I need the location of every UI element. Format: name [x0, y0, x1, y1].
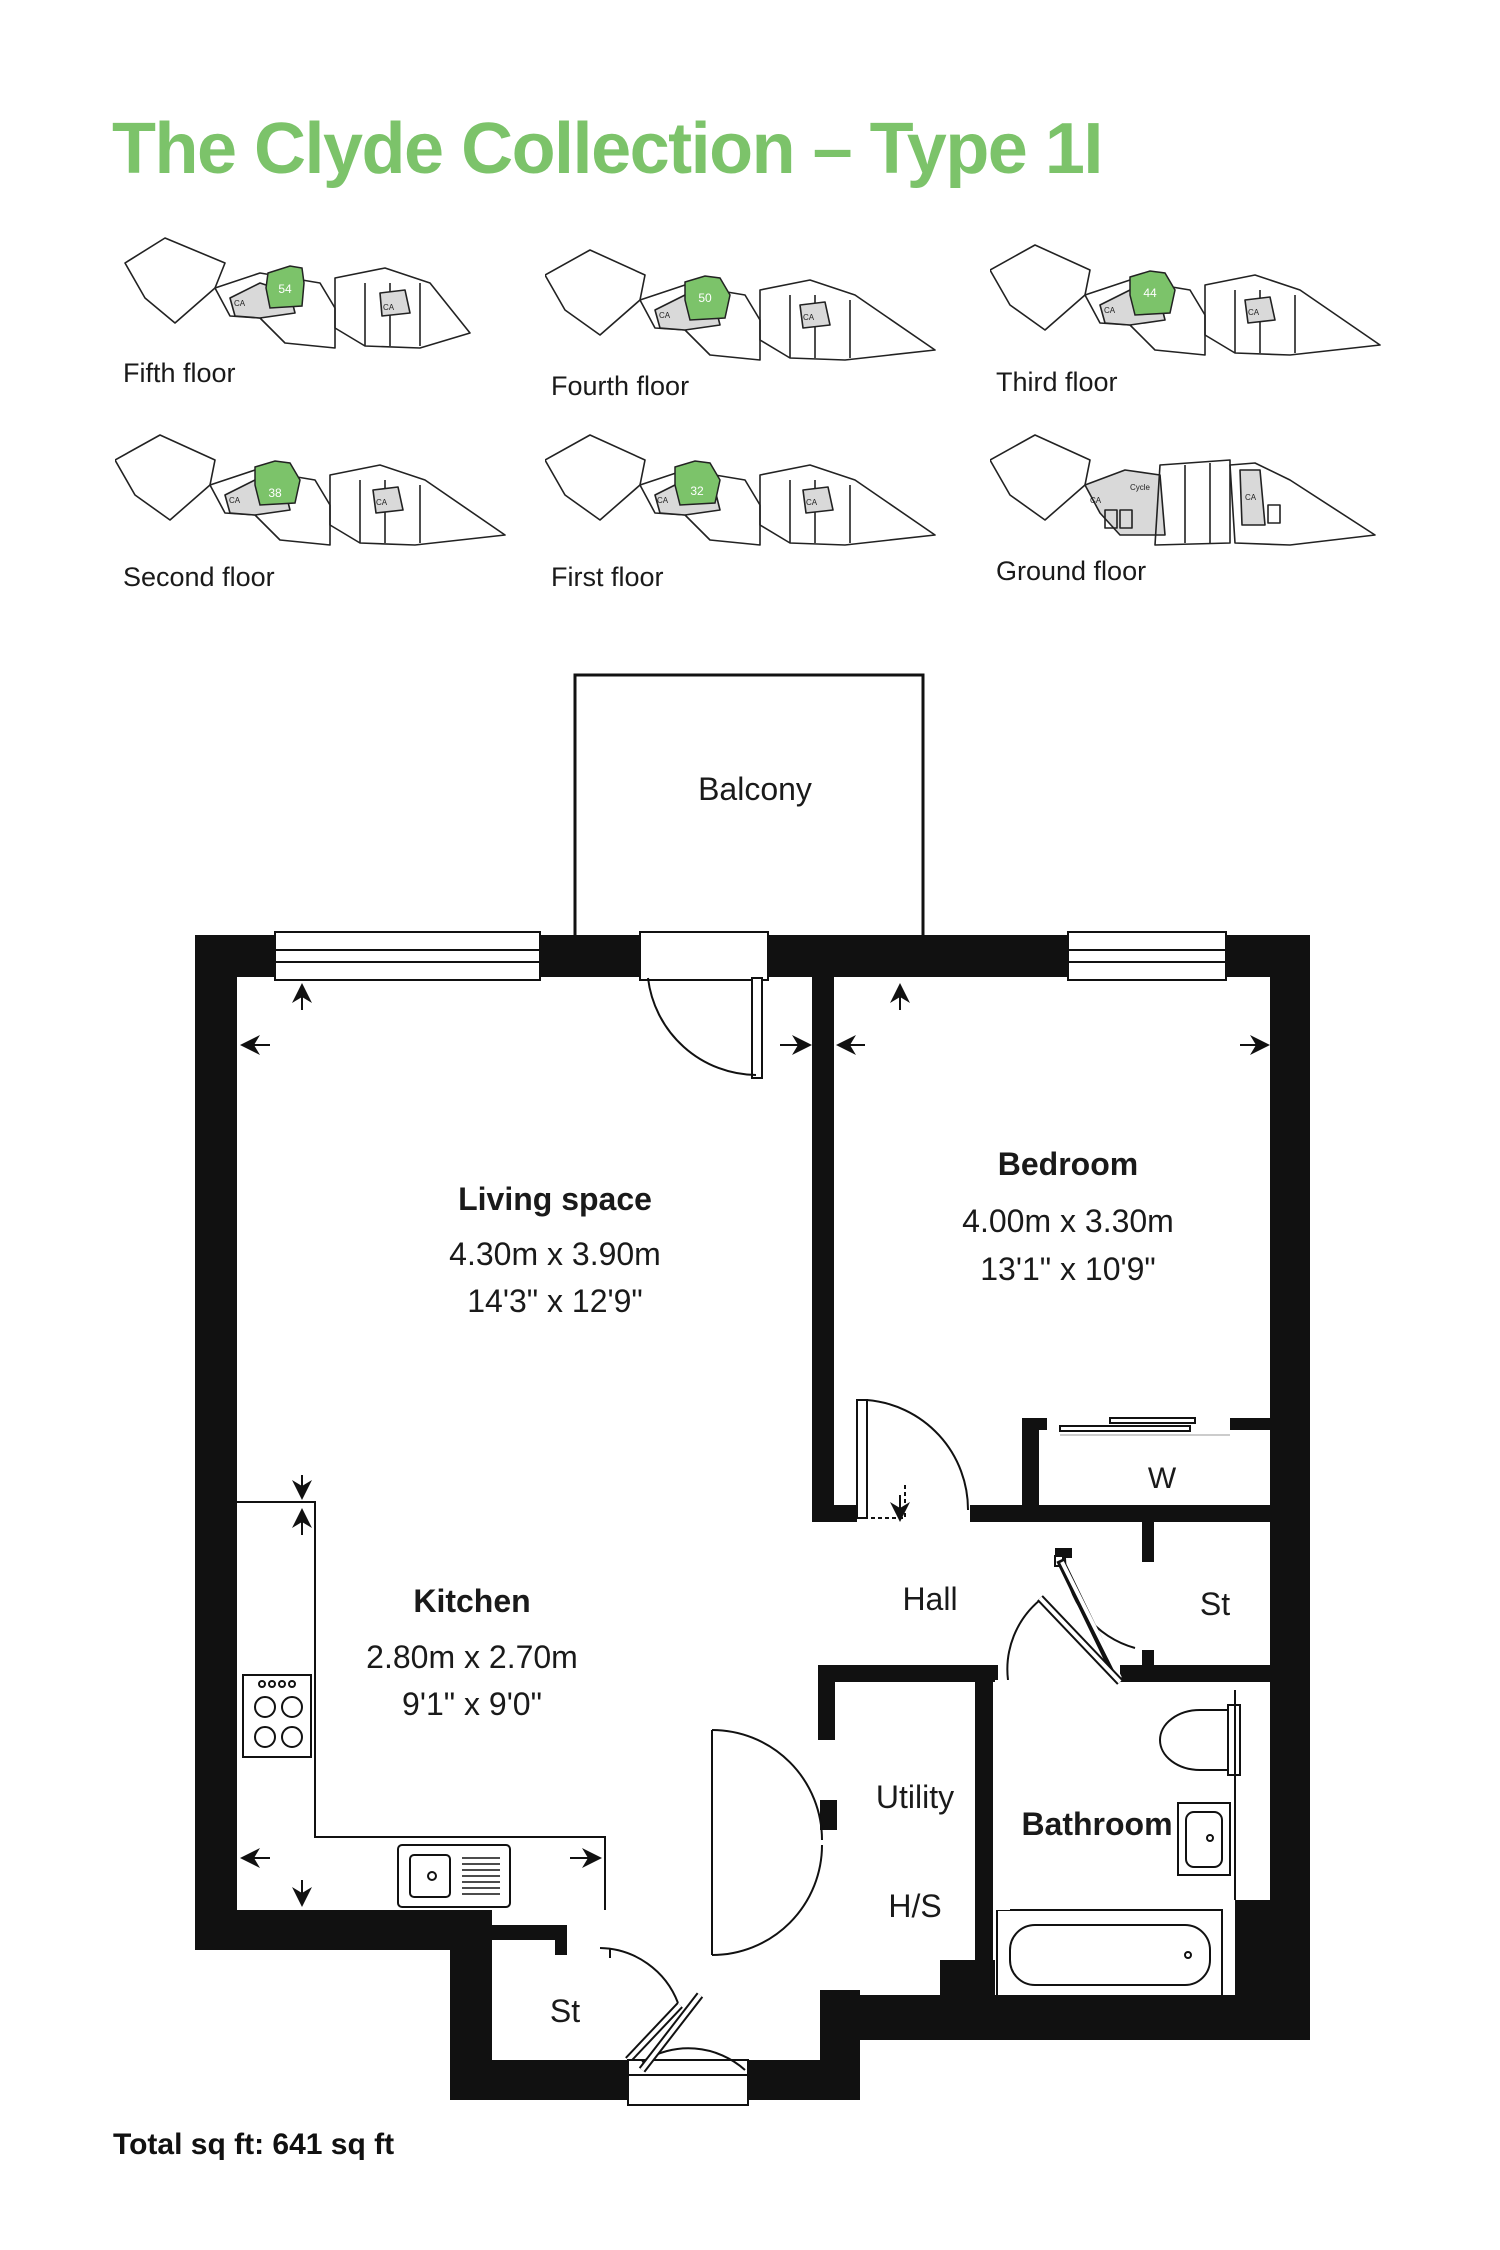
keyplan-first-floor: 32 CA CA: [545, 425, 945, 555]
living-space-metric: 4.30m x 3.90m: [449, 1236, 661, 1272]
floor-label-fifth: Fifth floor: [123, 358, 236, 388]
unit-highlight: [265, 265, 305, 309]
unit-number-label: 44: [1143, 286, 1157, 300]
hob-icon: [242, 1674, 312, 1758]
unit-highlight: [254, 460, 301, 506]
entrance-door: [627, 1992, 749, 2106]
unit-highlight: [1129, 270, 1176, 316]
ca-label: CA: [376, 498, 388, 507]
ca-label: CA: [806, 498, 818, 507]
bedroom-name: Bedroom: [998, 1146, 1138, 1182]
hall-store-label: St: [1200, 1586, 1230, 1622]
ca-label: CA: [234, 299, 246, 308]
kitchen-sink-icon: [397, 1844, 511, 1908]
balcony-door: [639, 931, 769, 1079]
bathroom-label: Bathroom: [1021, 1806, 1172, 1842]
kitchen-imperial: 9'1" x 9'0": [402, 1686, 542, 1722]
bedroom-imperial: 13'1" x 10'9": [980, 1251, 1156, 1287]
wardrobe-doors: [1059, 1417, 1230, 1436]
keyplan-second-floor: 38 CA CA: [115, 425, 515, 555]
kitchen-worktop: [237, 1501, 606, 1910]
living-space-name: Living space: [458, 1181, 652, 1217]
floor-label-fourth: Fourth floor: [551, 371, 690, 401]
entry-store-door: [599, 1947, 683, 2063]
balcony-label: Balcony: [698, 771, 812, 807]
ca-label: CA: [1104, 306, 1116, 315]
ca-label: CA: [1248, 308, 1260, 317]
entry-store-label: St: [550, 1993, 580, 2029]
keyplan-fourth-floor: 50 CA CA: [545, 240, 945, 370]
floor-label-first: First floor: [551, 562, 664, 592]
kitchen-metric: 2.80m x 2.70m: [366, 1639, 578, 1675]
ca-label: CA: [657, 496, 669, 505]
walls: [195, 935, 1310, 2100]
living-space-imperial: 14'3" x 12'9": [467, 1283, 643, 1319]
ca-label: CA: [1245, 493, 1257, 502]
unit-number-label: 50: [698, 291, 712, 305]
ca-label: CA: [803, 313, 815, 322]
kitchen-name: Kitchen: [413, 1583, 530, 1619]
ca-label: CA: [659, 311, 671, 320]
ca-label: CA: [383, 303, 395, 312]
hall-label: Hall: [902, 1581, 957, 1617]
store-door: [1054, 1555, 1136, 1682]
window-living: [274, 931, 541, 981]
unit-number-label: 54: [278, 282, 292, 296]
keyplan-ground-floor: Cycle CA CA: [990, 425, 1390, 555]
floor-label-third: Third floor: [996, 367, 1118, 397]
utility-doors: [711, 1729, 823, 1956]
unit-number-label: 38: [268, 486, 282, 500]
floor-label-ground: Ground floor: [996, 556, 1147, 586]
unit-highlight: [684, 275, 731, 321]
dimension-arrows: [240, 983, 1270, 1907]
bedroom-door: [856, 1399, 970, 1519]
utility-label: Utility: [876, 1779, 954, 1815]
bathroom-door: [1006, 1595, 1123, 1685]
wardrobe-label: W: [1148, 1462, 1177, 1495]
unit-highlight: [674, 460, 721, 506]
floor-label-second: Second floor: [123, 562, 275, 592]
ca-label: CA: [229, 496, 241, 505]
toilet-icon: [1159, 1704, 1241, 1776]
keyplan-third-floor: 44 CA CA: [990, 235, 1390, 365]
bedroom-metric: 4.00m x 3.30m: [962, 1203, 1174, 1239]
page-title: The Clyde Collection – Type 1I: [112, 109, 1103, 189]
cycle-store-label: Cycle: [1130, 483, 1151, 492]
keyplan-fifth-floor: 54 CA CA: [120, 228, 520, 358]
hot-water-store-label: H/S: [888, 1888, 941, 1924]
basin-icon: [1177, 1802, 1231, 1876]
window-bedroom: [1067, 931, 1227, 981]
unit-number-label: 32: [690, 484, 704, 498]
bath-icon: [996, 1909, 1223, 1999]
ca-label: CA: [1090, 496, 1102, 505]
total-area: Total sq ft: 641 sq ft: [113, 2128, 395, 2161]
